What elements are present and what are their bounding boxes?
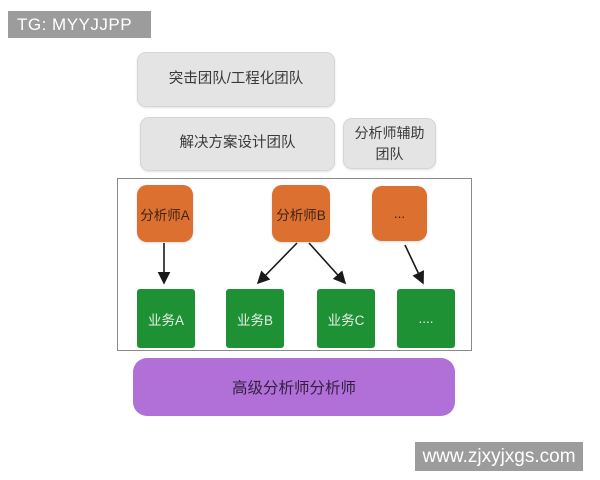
business-ellipsis-node: .... xyxy=(397,289,455,348)
team-box-analyst-assist: 分析师辅助团队 xyxy=(343,118,436,169)
site-watermark-badge: www.zjxyjxgs.com xyxy=(415,442,583,471)
analyst-ellipsis-node: ... xyxy=(372,186,427,241)
team-box-solution-design: 解决方案设计团队 xyxy=(140,117,335,171)
tg-watermark-badge: TG: MYYJJPP xyxy=(8,11,151,38)
analyst-a-node: 分析师A xyxy=(137,185,193,242)
analyst-b-node: 分析师B xyxy=(272,185,330,242)
business-a-node: 业务A xyxy=(137,289,195,348)
business-b-node: 业务B xyxy=(226,289,284,348)
team-box-assault-engineering: 突击团队/工程化团队 xyxy=(137,52,335,107)
senior-analyst-node: 高级分析师分析师 xyxy=(133,358,455,416)
business-c-node: 业务C xyxy=(317,289,375,348)
